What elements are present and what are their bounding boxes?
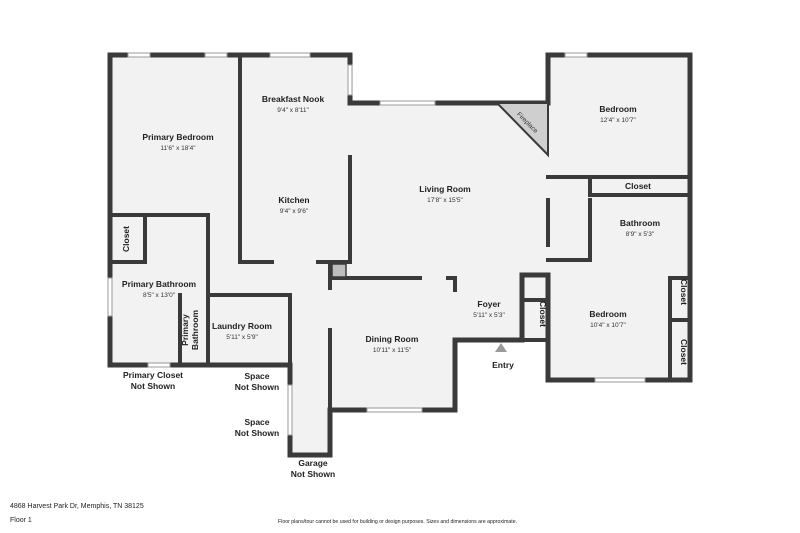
room-labels: Primary Bedroom 11'6" x 18'4" Breakfast … [121,94,689,365]
living-room-name: Living Room [419,184,471,194]
address-text: 4868 Harvest Park Dr, Memphis, TN 38125 [10,503,144,510]
breakfast-nook-name: Breakfast Nook [262,94,325,104]
bathroom-name: Bathroom [620,218,661,228]
bedroom-closet-bottom-name: Closet [679,339,689,365]
garage-note-line1: Garage [298,458,328,468]
entry-arrow-icon [495,343,507,352]
bedroom-closet-top-name: Closet [679,279,689,305]
laundry-room-name: Laundry Room [212,321,272,331]
primary-bathroom-dim: 8'5" x 13'0" [143,292,176,299]
laundry-room-dim: 5'11" x 5'9" [226,334,258,341]
breakfast-nook-dim: 9'4" x 8'11" [277,107,309,114]
primary-bathroom-small-line1: Primary [180,314,190,346]
entry-label: Entry [492,360,514,370]
bedroom-2-dim: 10'4" x 10'7" [590,322,626,329]
space-2-note-line2: Not Shown [235,428,279,438]
chimney-chase [331,263,347,278]
primary-bedroom-name: Primary Bedroom [142,132,214,142]
primary-bathroom-name: Primary Bathroom [122,279,197,289]
notes: Primary Closet Not Shown Space Not Shown… [123,360,514,479]
floor-fill [110,55,690,455]
dining-room-name: Dining Room [366,334,419,344]
bedroom-2-name: Bedroom [589,309,627,319]
kitchen-dim: 9'4" x 9'6" [280,208,309,215]
floor-label: Floor 1 [10,517,32,524]
windows [107,52,646,436]
space-1-note-line2: Not Shown [235,382,279,392]
dining-room-dim: 10'11" x 11'5" [373,347,412,354]
bedroom-1-dim: 12'4" x 10'7" [600,117,636,124]
fireplace: Fireplace [494,102,549,158]
primary-bathroom-small-line2: Bathroom [190,309,200,350]
space-2-note-line1: Space [244,417,269,427]
space-1-note-line1: Space [244,371,269,381]
living-room-dim: 17'8" x 15'5" [427,197,463,204]
primary-closet-name: Closet [121,226,131,252]
foyer-closet-name: Closet [538,301,548,327]
foyer-name: Foyer [477,299,501,309]
bathroom-dim: 8'9" x 5'3" [626,231,655,238]
bedroom-1-name: Bedroom [599,104,637,114]
kitchen-name: Kitchen [278,195,309,205]
primary-bedroom-dim: 11'6" x 18'4" [160,145,196,152]
primary-closet-note-line1: Primary Closet [123,370,183,380]
primary-closet-note-line2: Not Shown [131,381,175,391]
interior-walls [108,53,692,412]
garage-note-line2: Not Shown [291,469,335,479]
foyer-dim: 5'11" x 5'3" [473,312,505,319]
hall-closet-name: Closet [625,181,651,191]
disclaimer-text: Floor plans/tour cannot be used for buil… [278,519,518,525]
